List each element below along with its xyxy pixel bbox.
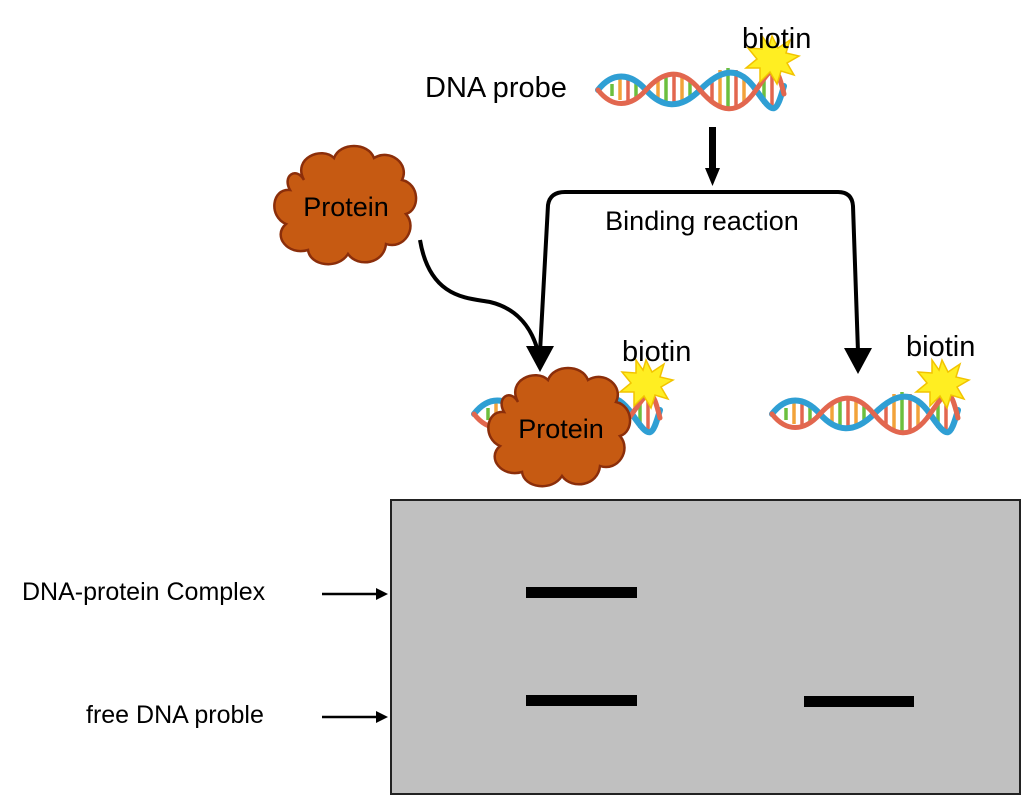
protein-free-label: Protein xyxy=(303,192,389,222)
binding-reaction-bracket xyxy=(538,190,860,353)
band-free-lane2 xyxy=(804,696,914,707)
band-complex-lane1 xyxy=(526,587,637,598)
biotin-complex-label: biotin xyxy=(622,336,691,368)
bracket-left-arrowhead xyxy=(526,346,554,372)
free-pointer-arrowhead xyxy=(376,711,388,723)
gel-free-label: free DNA proble xyxy=(86,701,264,729)
gel-panel xyxy=(390,499,1021,795)
protein-complex-label: Protein xyxy=(518,414,604,444)
dna-probe-label: DNA probe xyxy=(425,72,567,104)
probe-arrow-shaft xyxy=(709,127,716,169)
biotin-free-label: biotin xyxy=(906,331,975,363)
biotin-top-label: biotin xyxy=(742,23,811,55)
complex-pointer-arrowhead xyxy=(376,588,388,600)
gel-complex-label: DNA-protein Complex xyxy=(22,578,266,606)
dna-probe-helix-icon xyxy=(598,68,784,110)
bracket-right-arrowhead xyxy=(844,348,872,374)
probe-arrow-head xyxy=(705,168,720,186)
protein-curved-arrow xyxy=(418,239,539,349)
biotin-free-starburst-icon xyxy=(915,359,970,409)
band-free-lane1 xyxy=(526,695,637,706)
binding-reaction-label: Binding reaction xyxy=(605,206,799,236)
